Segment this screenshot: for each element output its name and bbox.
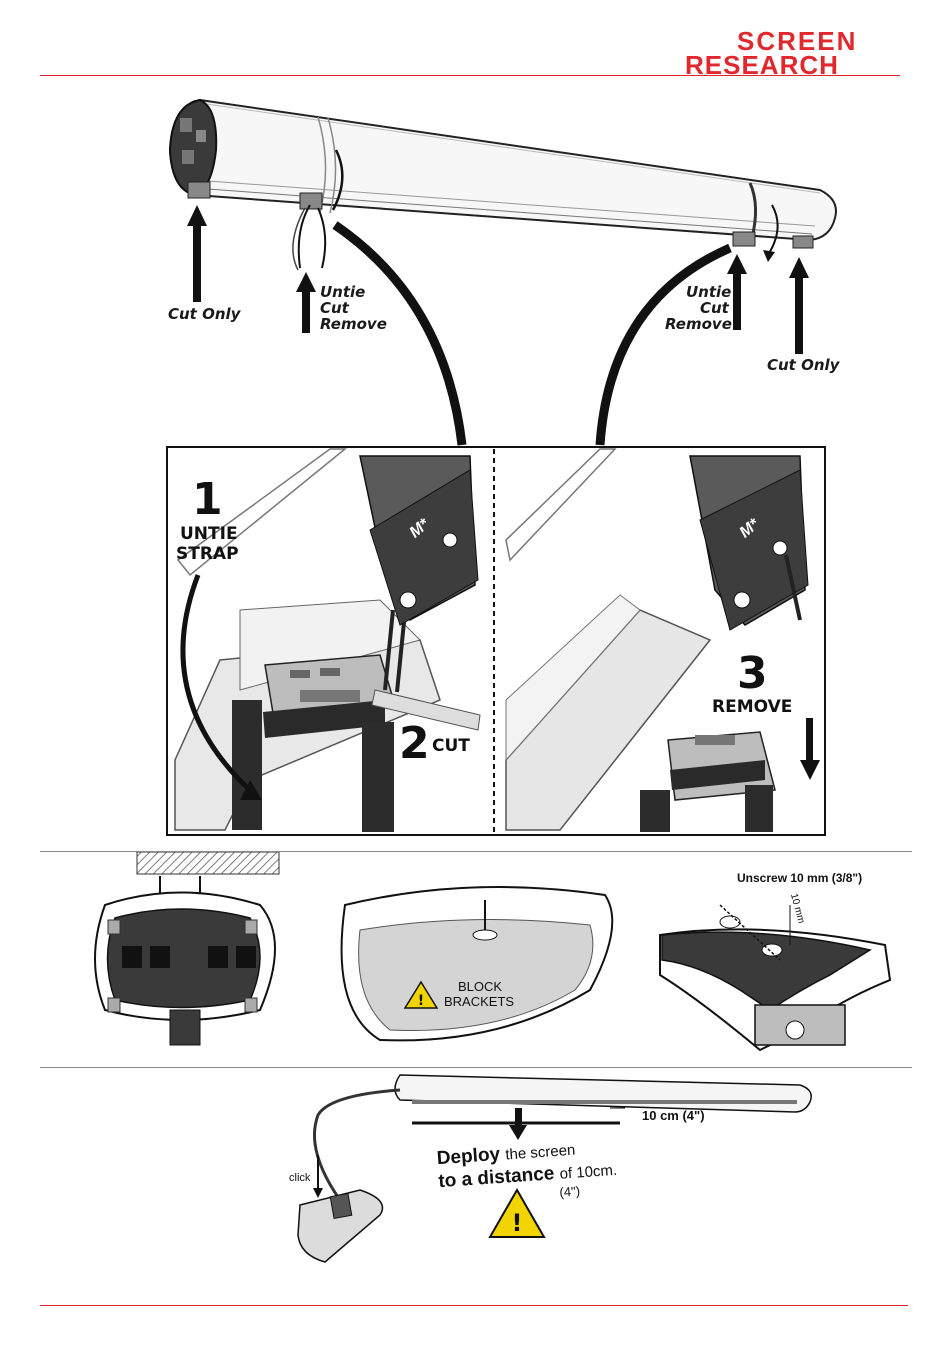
arrow-cut-only-right	[789, 257, 809, 354]
arrow-untie-left	[296, 272, 316, 333]
label-untie-left-2: Cut	[320, 300, 349, 316]
footer-rule	[40, 1305, 908, 1306]
step-1-number: 1	[192, 478, 223, 522]
arrow-cut-only-left	[187, 205, 207, 302]
instruction-panel	[167, 447, 825, 835]
connector-curve-right	[600, 248, 730, 445]
block-brackets-line1: BLOCK	[458, 979, 502, 994]
deploy-bold-1: Deploy	[436, 1144, 501, 1169]
step-3-number: 3	[737, 652, 768, 696]
label-cut-only-right: Cut Only	[767, 357, 839, 373]
label-untie-left-1: Untie	[320, 284, 365, 300]
separator-1	[40, 851, 912, 852]
deploy-instruction: Deploy the screen to a distance of 10cm.…	[436, 1136, 619, 1208]
label-untie-right-3: Remove	[665, 316, 732, 332]
step-2-number: 2	[399, 722, 430, 766]
svg-text:!: !	[418, 993, 424, 1009]
block-brackets-line2: BRACKETS	[444, 994, 514, 1009]
step-1-text-line2: STRAP	[176, 544, 239, 564]
label-untie-right-2: Cut	[700, 300, 729, 316]
svg-text:!: !	[512, 1209, 523, 1237]
label-untie-left-3: Remove	[320, 316, 387, 332]
step-1-text-line1: UNTIE	[180, 524, 238, 544]
label-cut-only-left: Cut Only	[168, 306, 240, 322]
step-3-text: REMOVE	[712, 697, 792, 717]
step-2-text: CUT	[432, 736, 470, 756]
label-untie-right-1: Untie	[686, 284, 731, 300]
deploy-rest-1: the screen	[505, 1142, 576, 1164]
click-label: click	[289, 1172, 310, 1184]
connector-curve-left	[335, 225, 462, 445]
separator-2	[40, 1067, 912, 1068]
unscrew-instruction: Unscrew 10 mm (3/8")	[737, 871, 862, 885]
deploy-rest-2: of 10cm.	[559, 1162, 618, 1183]
distance-label: 10 cm (4")	[642, 1108, 705, 1123]
screen-case-illustration	[170, 100, 836, 270]
